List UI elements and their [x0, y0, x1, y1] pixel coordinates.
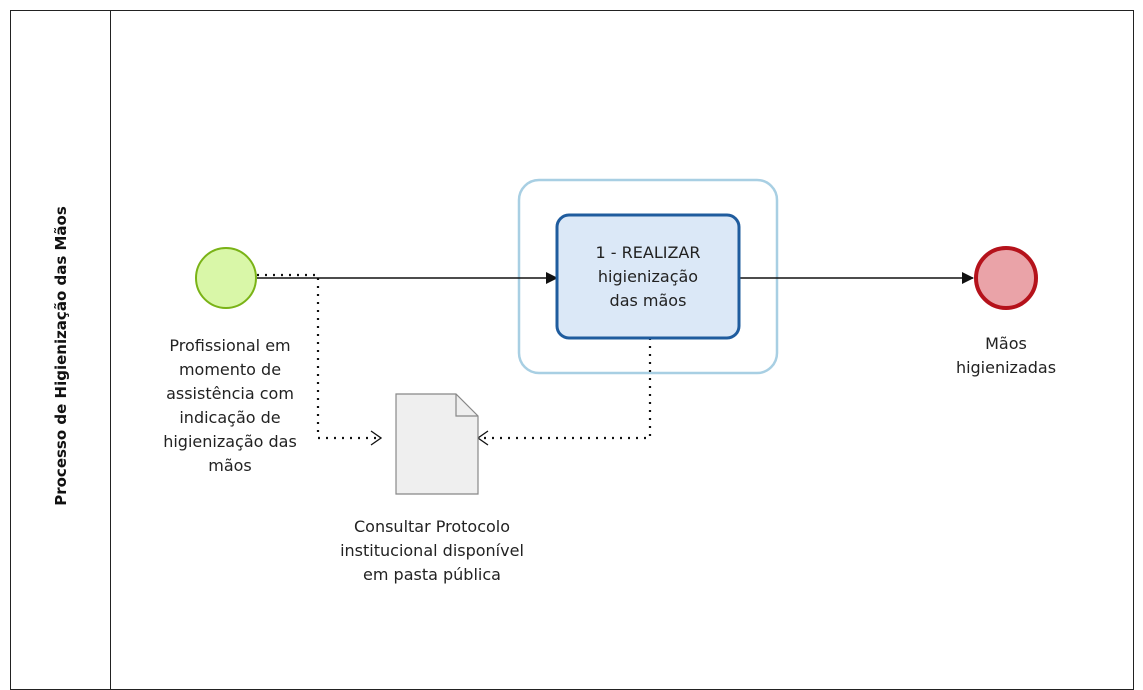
association-task-to-document[interactable]: [478, 338, 652, 438]
task-highlight-group: [517, 178, 779, 375]
data-object-label: Consultar Protocolo institucional dispon…: [340, 517, 524, 584]
start-event-label: Profissional em momento de assistência c…: [163, 336, 297, 475]
lane-header: Processo de Higienização das Mãos: [11, 11, 111, 689]
task-label: 1 - REALIZAR higienização das mãos: [595, 242, 701, 310]
task-realizar-higienizacao[interactable]: [555, 213, 741, 340]
diagram-canvas: [195, 178, 1038, 495]
data-object-protocolo[interactable]: [395, 393, 479, 495]
start-event[interactable]: [195, 247, 257, 309]
end-event[interactable]: [974, 246, 1038, 310]
document-fold-icon: [455, 394, 478, 417]
end-event-label: Mãos higienizadas: [955, 334, 1057, 377]
